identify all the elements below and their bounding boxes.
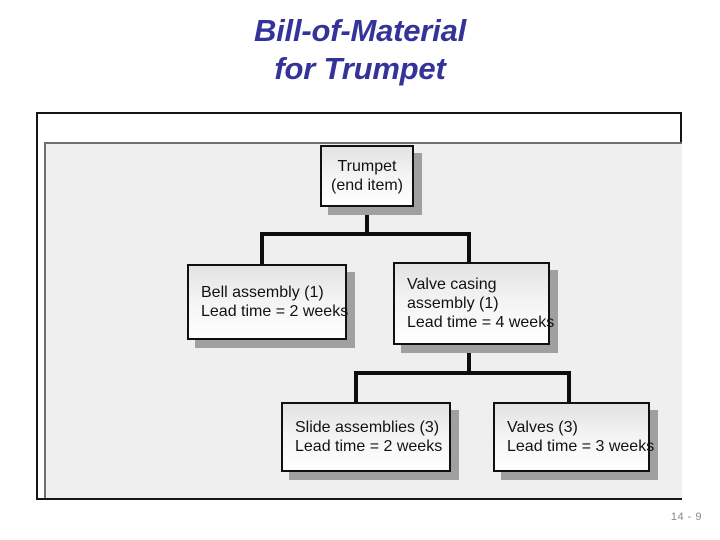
node-box: Valves (3) Lead time = 3 weeks <box>493 402 654 472</box>
node-text-line: Trumpet <box>337 158 397 175</box>
connector-valve-casing-drop <box>467 343 471 373</box>
node-text-line: Valves (3) <box>507 419 578 436</box>
node-bell-assembly: Bell assembly (1) Lead time = 2 weeks <box>187 264 355 348</box>
connector-trumpet-drop <box>365 207 369 234</box>
node-box: Valve casing assembly (1) Lead time = 4 … <box>393 262 554 345</box>
node-valves: Valves (3) Lead time = 3 weeks <box>493 402 658 480</box>
page-title-line-2: for Trumpet <box>274 51 446 86</box>
page-title-line-1: Bill-of-Material <box>253 13 467 48</box>
connector-valves-leg <box>567 371 571 404</box>
page-title: Bill-of-Material for Trumpet <box>0 12 720 88</box>
node-text-line: Lead time = 2 weeks <box>295 438 443 455</box>
node-box: Trumpet (end item) <box>320 145 414 207</box>
bill-of-material-figure: Trumpet (end item) Bell assembly (1) Lea… <box>36 112 682 500</box>
connector-level1-bar <box>260 232 471 236</box>
node-trumpet: Trumpet (end item) <box>320 145 422 215</box>
node-text-line: assembly (1) <box>407 295 499 312</box>
node-box: Bell assembly (1) Lead time = 2 weeks <box>187 264 349 340</box>
node-slide-assemblies: Slide assemblies (3) Lead time = 2 weeks <box>281 402 459 480</box>
node-text-line: Valve casing <box>407 276 497 293</box>
node-text-line: Bell assembly (1) <box>201 284 324 301</box>
connector-bell-leg <box>260 232 264 266</box>
connector-slide-assemblies-leg <box>354 371 358 404</box>
node-box: Slide assemblies (3) Lead time = 2 weeks <box>281 402 451 472</box>
connector-valve-casing-leg <box>467 232 471 264</box>
node-text-line: Lead time = 2 weeks <box>201 303 349 320</box>
node-valve-casing-assembly: Valve casing assembly (1) Lead time = 4 … <box>393 262 558 353</box>
node-text-line: Lead time = 4 weeks <box>407 314 555 331</box>
connector-level2-bar <box>354 371 571 375</box>
node-text-line: (end item) <box>330 177 404 194</box>
node-text-line: Slide assemblies (3) <box>295 419 440 436</box>
node-text-line: Lead time = 3 weeks <box>507 438 655 455</box>
diagram-canvas: Trumpet (end item) Bell assembly (1) Lea… <box>44 142 682 498</box>
page-number: 14 - 9 <box>670 511 702 523</box>
